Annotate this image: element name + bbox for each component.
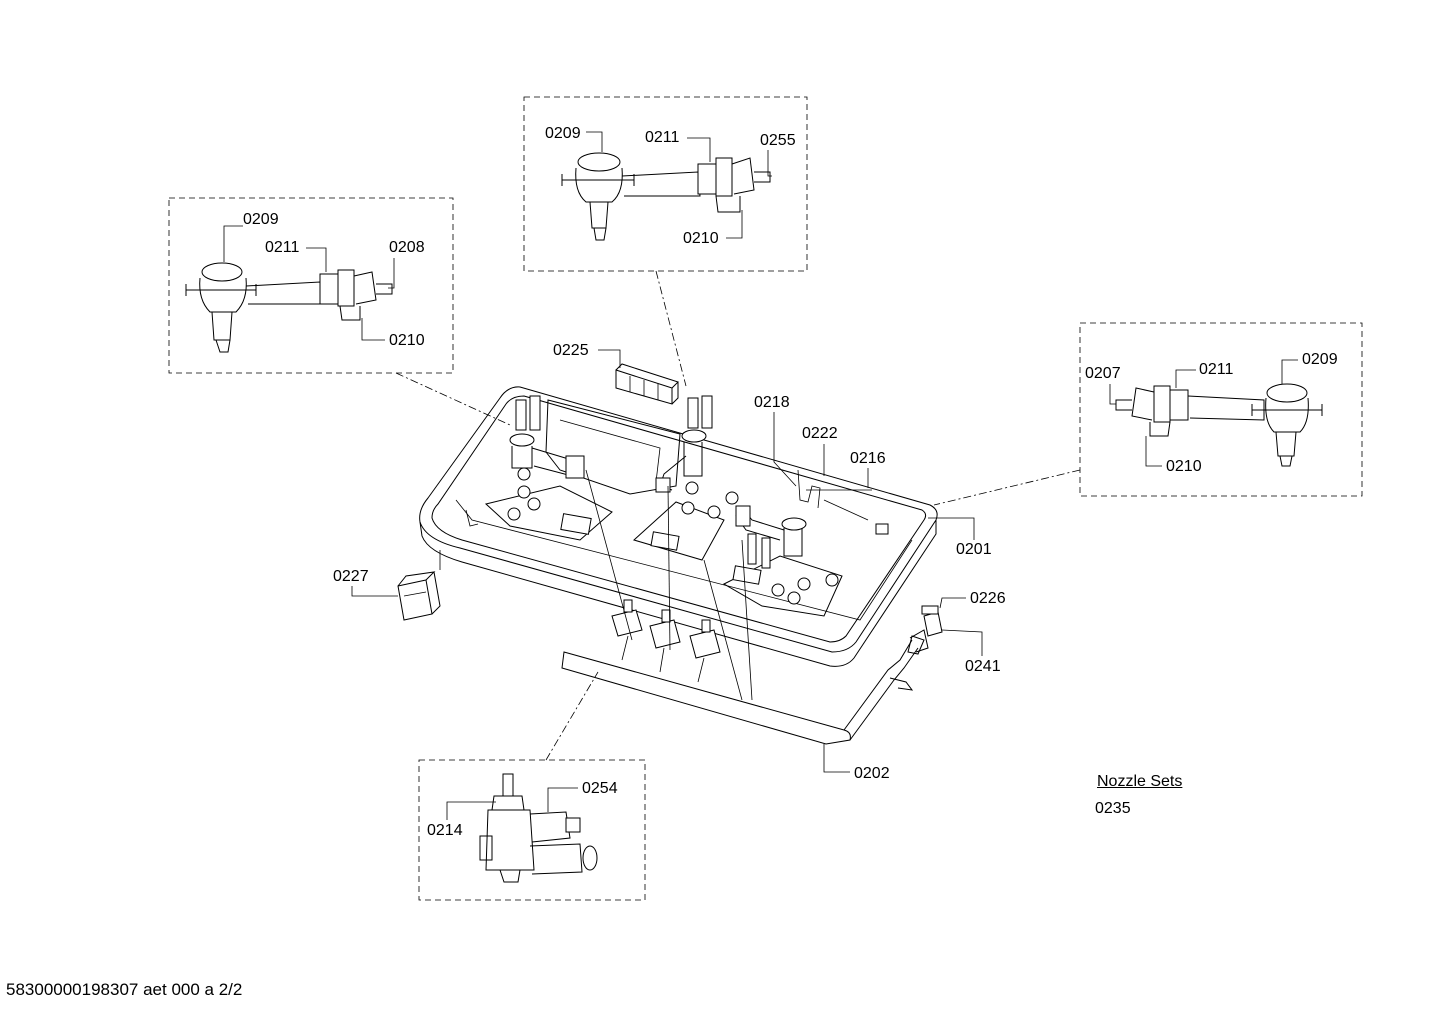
ignition-module — [615, 363, 679, 405]
label-0209-left: 0209 — [243, 211, 279, 228]
label-0227: 0227 — [333, 568, 369, 585]
nozzle-sets-number: 0235 — [1095, 800, 1131, 817]
detail-box-left: 0209 0211 0208 0210 — [168, 197, 454, 374]
label-0226: 0226 — [970, 590, 1006, 607]
document-id-footer: 58300000198307 aet 000 a 2/2 — [6, 980, 243, 999]
label-0210-right: 0210 — [1166, 458, 1202, 475]
gas-tap-assembly — [479, 773, 598, 883]
label-0201: 0201 — [956, 541, 992, 558]
label-0241: 0241 — [965, 658, 1001, 675]
tray-burner-valves — [509, 395, 807, 569]
gas-rail — [561, 629, 929, 745]
hob-tray — [419, 363, 938, 667]
burner-assembly-right — [1115, 383, 1323, 467]
label-0218: 0218 — [754, 394, 790, 411]
detail-box-top: 0209 0211 0255 0210 — [523, 96, 808, 272]
label-0209-right: 0209 — [1302, 351, 1338, 368]
label-0225: 0225 — [553, 342, 589, 359]
nozzle-sets-title: Nozzle Sets — [1097, 773, 1183, 790]
burner-assembly-left — [185, 262, 393, 353]
label-0222: 0222 — [802, 425, 838, 442]
label-0211-right: 0211 — [1199, 361, 1234, 378]
grommets — [507, 467, 839, 605]
label-0211-left: 0211 — [265, 239, 300, 256]
label-0214: 0214 — [427, 822, 463, 839]
label-0209-top: 0209 — [545, 125, 581, 142]
label-0208-left: 0208 — [389, 239, 425, 256]
label-0211-top: 0211 — [645, 129, 680, 146]
label-0202: 0202 — [854, 765, 890, 782]
detail-box-bottom: 0214 0254 — [418, 759, 646, 901]
label-0210-top: 0210 — [683, 230, 719, 247]
detail-box-right: 0207 0211 0209 0210 — [1079, 322, 1363, 497]
label-0255-top: 0255 — [760, 132, 796, 149]
switch-0227 — [397, 550, 441, 621]
burner-assembly-top — [561, 152, 771, 241]
label-0207-right: 0207 — [1085, 365, 1121, 382]
label-0216: 0216 — [850, 450, 886, 467]
label-0210-left: 0210 — [389, 332, 425, 349]
leader-lines — [395, 270, 1081, 761]
label-0254: 0254 — [582, 780, 618, 797]
connector-0226 — [907, 605, 943, 655]
rail-taps — [585, 469, 753, 701]
